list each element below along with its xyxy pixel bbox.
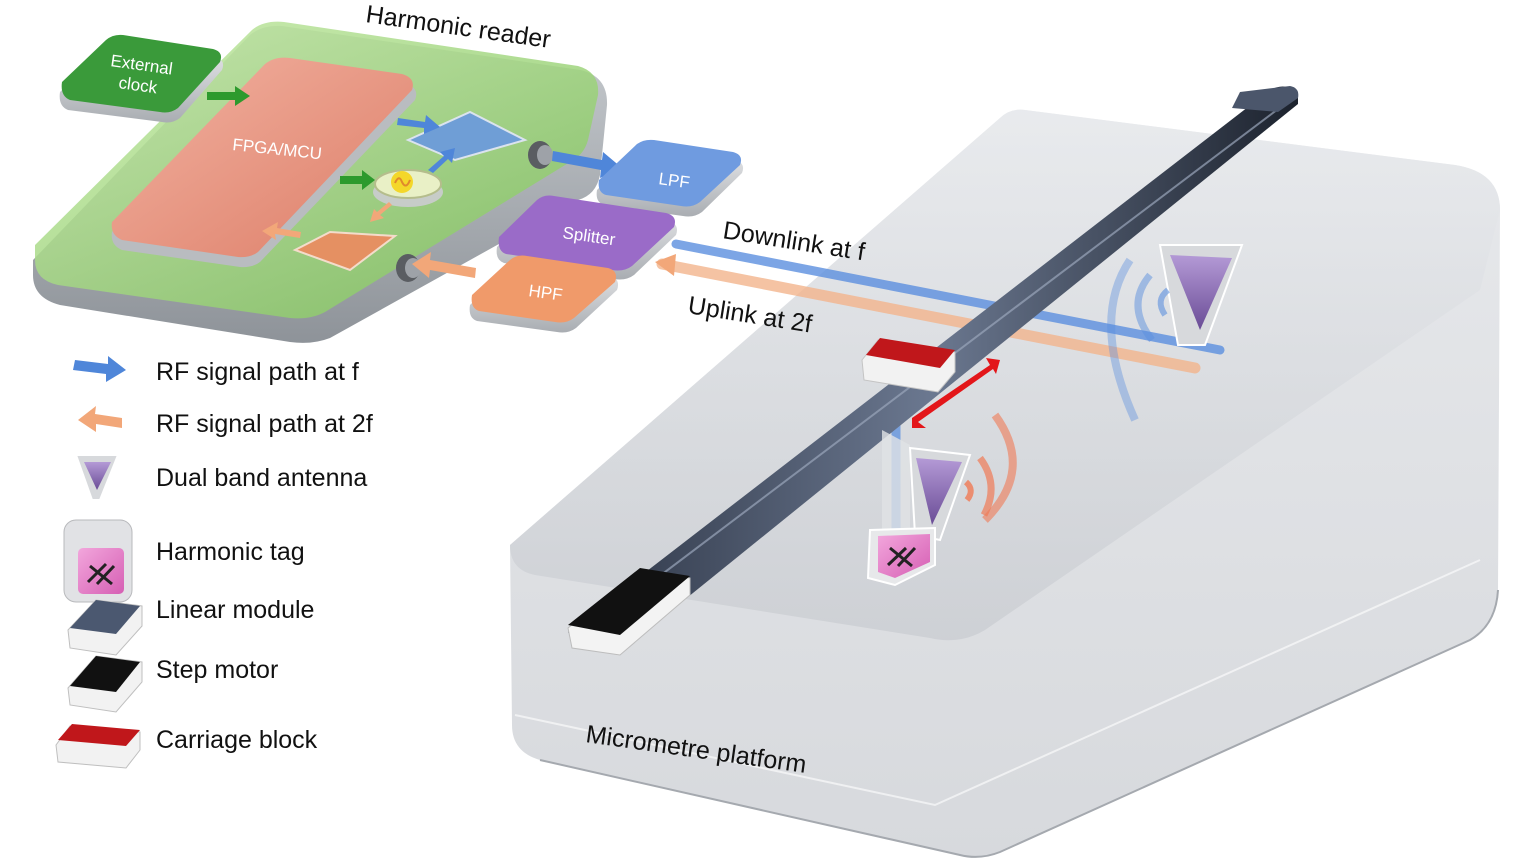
lpf-block: LPF	[596, 139, 744, 217]
harmonic-tag	[866, 526, 936, 587]
downlink-cable	[671, 239, 1225, 355]
legend-rf-2f-arrow	[78, 406, 122, 432]
fpga-to-osc-arrow	[340, 170, 375, 190]
adc-to-fpga-arrow	[262, 222, 301, 240]
legend-rf-2f-label: RF signal path at 2f	[156, 410, 373, 438]
hpf-to-adc-arrow	[412, 252, 476, 278]
legend: RF signal path at f RF signal path at 2f…	[55, 356, 373, 769]
harmonic-reader: Harmonic reader FPGA/MCU	[33, 0, 608, 343]
legend-linear-label: Linear module	[156, 596, 314, 624]
legend-item-rf-2f: RF signal path at 2f	[78, 406, 373, 438]
carriage-block	[861, 338, 1000, 428]
motion-arrow	[912, 358, 1000, 428]
legend-antenna-label: Dual band antenna	[156, 464, 367, 492]
oscillator-icon	[373, 169, 443, 207]
legend-item-rf-f: RF signal path at f	[73, 356, 359, 386]
legend-motor-label: Step motor	[156, 656, 278, 684]
dac-triangle	[405, 110, 528, 162]
tag-wave-1	[963, 479, 974, 502]
hpf-block: HPF	[469, 255, 619, 333]
lpf-label: LPF	[657, 169, 691, 192]
legend-item-motor: Step motor	[67, 655, 278, 713]
legend-rf-f-arrow	[73, 356, 126, 382]
osc-to-dac-arrow	[428, 148, 455, 173]
reader-wave-1	[1157, 287, 1170, 317]
hpf-label: HPF	[527, 281, 563, 305]
tag-wave-3	[982, 412, 1017, 523]
osc-to-adc-arrow	[370, 202, 392, 222]
fpga-to-dac-arrow	[397, 115, 440, 134]
legend-item-antenna: Dual band antenna	[74, 454, 367, 501]
legend-item-linear: Linear module	[67, 596, 314, 656]
fpga-block: FPGA/MCU	[111, 57, 417, 268]
reader-antenna	[1107, 244, 1244, 422]
step-motor	[567, 568, 691, 656]
legend-item-carriage: Carriage block	[55, 724, 318, 769]
connector-top	[528, 141, 553, 169]
legend-rf-f-label: RF signal path at f	[156, 358, 359, 386]
clock-to-fpga-arrow	[207, 86, 250, 106]
external-clock-block: External clock	[59, 34, 224, 123]
legend-item-tag: Harmonic tag	[63, 519, 305, 603]
reader-wave-3	[1107, 257, 1139, 422]
reader-wave-2	[1134, 272, 1155, 343]
legend-carriage-label: Carriage block	[156, 726, 318, 754]
dac-to-lpf-arrow	[552, 151, 622, 178]
uplink-cable	[656, 258, 1201, 374]
uplink-arrow-head	[655, 254, 676, 276]
tag-wave-2	[977, 455, 995, 517]
legend-tag-label: Harmonic tag	[156, 538, 305, 566]
adc-triangle	[292, 230, 398, 272]
